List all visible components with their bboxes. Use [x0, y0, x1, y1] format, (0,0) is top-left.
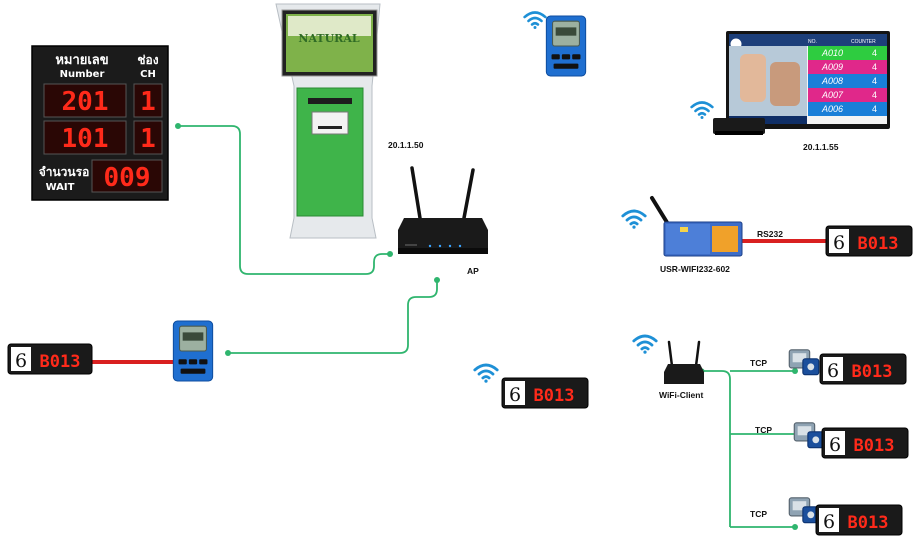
counter-digit: 6: [829, 434, 841, 456]
board-header-number-en: Number: [60, 69, 105, 80]
label-tv-ip: 20.1.1.55: [803, 142, 839, 152]
queue-number: B013: [858, 234, 899, 254]
wireless-controller-left: [172, 320, 214, 382]
kiosk-brand: NATURAL: [298, 32, 359, 45]
connection-lines: [178, 125, 800, 528]
counter-display-tcp-1: 6 B013: [819, 353, 907, 385]
queue-kiosk: NATURAL: [275, 3, 381, 239]
tv-row-counter: 4: [872, 76, 877, 86]
tv-row-number: A009: [821, 62, 843, 72]
link-board-to-ap: [178, 125, 390, 275]
counter-digit: 6: [823, 511, 835, 533]
queue-number: B013: [854, 436, 895, 456]
board-row1-channel: 1: [140, 87, 156, 117]
board-wait-en: WAIT: [46, 182, 75, 193]
tv-row: [808, 102, 887, 116]
link-controller-to-ap: [228, 280, 438, 354]
label-rs232: RS232: [757, 229, 783, 239]
tv-row: [808, 88, 887, 102]
link-endpoints: [175, 123, 803, 530]
queue-number: B013: [848, 513, 889, 533]
wifi-icon: [473, 363, 499, 383]
counter-digit: 6: [15, 350, 27, 372]
wifi-icon: [632, 334, 658, 354]
board-row2-channel: 1: [140, 124, 156, 154]
label-tcp-1: TCP: [750, 358, 767, 368]
tv-row-counter: 4: [872, 90, 877, 100]
board-wait-th: จำนวนรอ: [39, 165, 90, 179]
tv-row-number: A007: [821, 90, 844, 100]
tv-row-number: A006: [821, 104, 843, 114]
wifi-client-router: [664, 340, 704, 384]
led-queue-board: หมายเลข Number ช่อง CH 201 1 101 1 จำนวน…: [31, 45, 169, 201]
usr-wifi232-converter: [650, 196, 743, 257]
ethernet-module-icon: [788, 497, 820, 524]
tv-header-no: NO.: [808, 39, 817, 45]
wireless-controller-top: [545, 15, 587, 77]
counter-display-tcp-2: 6 B013: [821, 427, 909, 459]
counter-digit: 6: [509, 384, 521, 406]
label-tcp-2: TCP: [755, 425, 772, 435]
queue-number: B013: [40, 352, 81, 372]
wifi-icon: [690, 101, 714, 119]
counter-display-rs232: 6 B013: [825, 225, 913, 257]
label-server-ip: 20.1.1.50: [388, 140, 424, 150]
counter-display-center: 6 B013: [501, 377, 589, 409]
tv-row-number: A010: [821, 48, 843, 58]
counter-digit: 6: [827, 360, 839, 382]
counter-digit: 6: [833, 232, 845, 254]
tv-row-number: A008: [821, 76, 843, 86]
queue-number: B013: [534, 386, 575, 406]
board-header-channel-th: ช่อง: [137, 53, 158, 67]
board-row2-number: 101: [62, 124, 109, 154]
queue-number: B013: [852, 362, 893, 382]
board-header-number-th: หมายเลข: [55, 53, 108, 68]
board-header-channel-en: CH: [140, 69, 156, 80]
tv-row: [808, 60, 887, 74]
tv-row-counter: 4: [872, 62, 877, 72]
tv-row-counter: 4: [872, 48, 877, 58]
wifi-icon: [621, 209, 647, 229]
label-tcp-3: TCP: [750, 509, 767, 519]
board-row1-number: 201: [62, 87, 109, 117]
tv-row-counter: 4: [872, 104, 877, 114]
tv-row: [808, 74, 887, 88]
counter-display-left: 6 B013: [7, 343, 93, 375]
access-point-router: [398, 166, 488, 254]
label-wifi-client: WiFi-Client: [659, 390, 703, 400]
counter-display-tcp-3: 6 B013: [815, 504, 903, 536]
ethernet-module-icon: [793, 422, 825, 449]
tv-header-counter: COUNTER: [851, 39, 876, 45]
label-ap: AP: [467, 266, 479, 276]
tv-row: [808, 46, 887, 60]
board-wait-count: 009: [104, 163, 151, 193]
wifi-icon: [523, 11, 547, 29]
label-usr-device: USR-WIFI232-602: [660, 264, 730, 274]
link-client-tcp: [703, 370, 800, 528]
